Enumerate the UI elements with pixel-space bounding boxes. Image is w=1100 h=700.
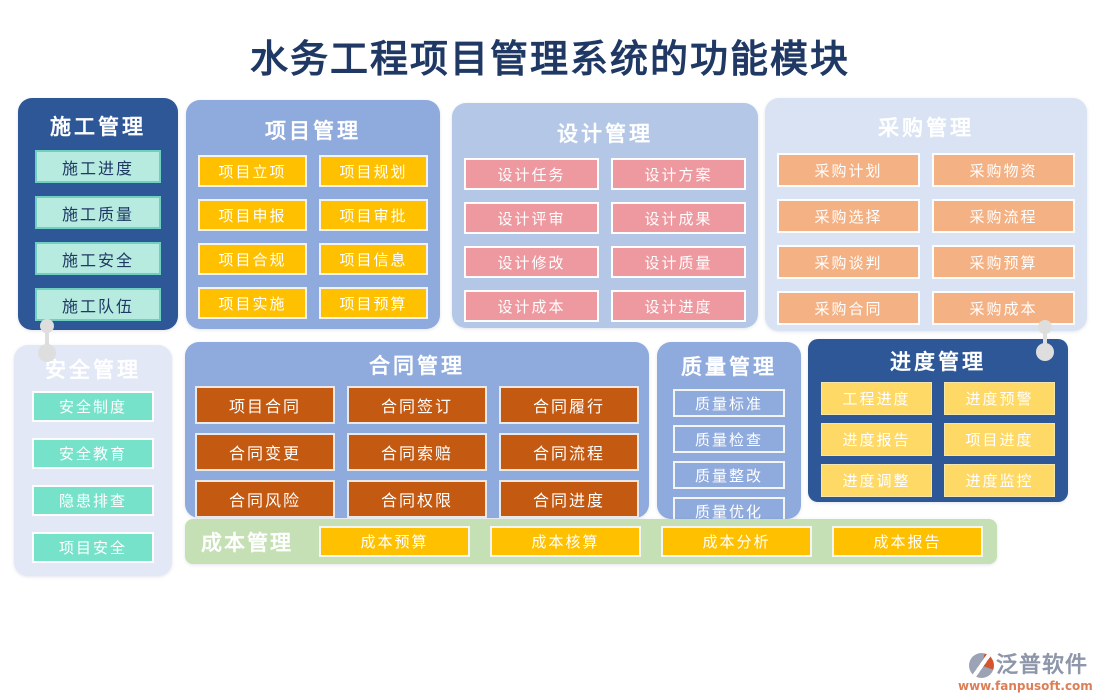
cost-item-1: 成本核算	[490, 526, 641, 557]
procurement-item-7: 采购成本	[932, 291, 1075, 325]
safety-panel-title: 安全管理	[45, 358, 141, 382]
construction-item-2: 施工安全	[35, 242, 161, 275]
quality-panel-title: 质量管理	[681, 355, 777, 379]
schedule-item-0: 工程进度	[821, 382, 932, 415]
schedule-item-3: 项目进度	[944, 423, 1055, 456]
safety-item-2: 隐患排查	[32, 485, 154, 516]
design-item-6: 设计成本	[464, 290, 599, 322]
panel-safety-management: 安全管理 安全制度 安全教育 隐患排查 项目安全	[14, 345, 172, 576]
project-item-7: 项目预算	[319, 287, 428, 319]
design-item-5: 设计质量	[611, 246, 746, 278]
project-item-5: 项目信息	[319, 243, 428, 275]
project-item-6: 项目实施	[198, 287, 307, 319]
construction-item-0: 施工进度	[35, 150, 161, 183]
contract-item-4: 合同索赔	[347, 433, 487, 471]
panel-procurement-management: 采购管理 采购计划 采购物资 采购选择 采购流程 采购谈判 采购预算 采购合同 …	[765, 98, 1087, 331]
connector-left-bottom-dot	[38, 344, 56, 362]
fanpu-logo-icon	[968, 653, 994, 678]
procurement-item-5: 采购预算	[932, 245, 1075, 279]
design-item-2: 设计评审	[464, 202, 599, 234]
panel-design-management: 设计管理 设计任务 设计方案 设计评审 设计成果 设计修改 设计质量 设计成本 …	[452, 103, 758, 328]
panel-project-management: 项目管理 项目立项 项目规划 项目申报 项目审批 项目合规 项目信息 项目实施 …	[186, 100, 440, 329]
project-item-0: 项目立项	[198, 155, 307, 187]
construction-item-1: 施工质量	[35, 196, 161, 229]
contract-item-3: 合同变更	[195, 433, 335, 471]
cost-item-2: 成本分析	[661, 526, 812, 557]
cost-item-3: 成本报告	[832, 526, 983, 557]
connector-right-bottom-dot	[1036, 343, 1054, 361]
quality-item-1: 质量检查	[673, 425, 785, 453]
panel-construction-management: 施工管理 施工进度 施工质量 施工安全 施工队伍	[18, 98, 178, 330]
connector-right-top-dot	[1038, 320, 1052, 334]
procurement-item-1: 采购物资	[932, 153, 1075, 187]
schedule-item-4: 进度调整	[821, 464, 932, 497]
procurement-item-6: 采购合同	[777, 291, 920, 325]
schedule-item-5: 进度监控	[944, 464, 1055, 497]
construction-item-3: 施工队伍	[35, 288, 161, 321]
procurement-panel-title: 采购管理	[878, 116, 974, 140]
panel-cost-management: 成本管理 成本预算 成本核算 成本分析 成本报告	[185, 519, 997, 564]
connector-right-stem	[1043, 325, 1047, 353]
schedule-panel-title: 进度管理	[890, 350, 986, 374]
contract-item-5: 合同流程	[499, 433, 639, 471]
footer-brand-link[interactable]: 泛普软件 www.fanpusoft.com	[958, 652, 1093, 693]
design-item-7: 设计进度	[611, 290, 746, 322]
safety-item-3: 项目安全	[32, 532, 154, 563]
procurement-item-2: 采购选择	[777, 199, 920, 233]
procurement-item-4: 采购谈判	[777, 245, 920, 279]
panel-schedule-management: 进度管理 工程进度 进度预警 进度报告 项目进度 进度调整 进度监控	[808, 339, 1068, 502]
page-title: 水务工程项目管理系统的功能模块	[249, 36, 850, 81]
schedule-item-2: 进度报告	[821, 423, 932, 456]
design-item-1: 设计方案	[611, 158, 746, 190]
cost-item-0: 成本预算	[319, 526, 470, 557]
project-item-4: 项目合规	[198, 243, 307, 275]
panel-quality-management: 质量管理 质量标准 质量检查 质量整改 质量优化	[657, 342, 801, 525]
brand-name: 泛普软件	[995, 652, 1088, 678]
safety-item-1: 安全教育	[32, 438, 154, 469]
design-panel-title: 设计管理	[557, 122, 653, 146]
procurement-item-3: 采购流程	[932, 199, 1075, 233]
connector-left-top-dot	[40, 319, 54, 333]
contract-item-7: 合同权限	[347, 480, 487, 518]
project-panel-title: 项目管理	[265, 119, 361, 143]
cost-panel-title: 成本管理	[201, 530, 293, 555]
project-item-1: 项目规划	[319, 155, 428, 187]
schedule-item-1: 进度预警	[944, 382, 1055, 415]
construction-panel-title: 施工管理	[50, 115, 146, 139]
contract-item-2: 合同履行	[499, 386, 639, 424]
contract-item-6: 合同风险	[195, 480, 335, 518]
project-item-2: 项目申报	[198, 199, 307, 231]
panel-contract-management: 合同管理 项目合同 合同签订 合同履行 合同变更 合同索赔 合同流程 合同风险 …	[185, 342, 649, 518]
connector-left-stem	[45, 324, 49, 354]
contract-item-0: 项目合同	[195, 386, 335, 424]
contract-panel-title: 合同管理	[369, 354, 465, 378]
quality-item-0: 质量标准	[673, 389, 785, 417]
project-item-3: 项目审批	[319, 199, 428, 231]
design-item-3: 设计成果	[611, 202, 746, 234]
contract-item-8: 合同进度	[499, 480, 639, 518]
brand-url: www.fanpusoft.com	[958, 679, 1093, 693]
safety-item-0: 安全制度	[32, 391, 154, 422]
design-item-0: 设计任务	[464, 158, 599, 190]
quality-item-2: 质量整改	[673, 461, 785, 489]
design-item-4: 设计修改	[464, 246, 599, 278]
procurement-item-0: 采购计划	[777, 153, 920, 187]
contract-item-1: 合同签订	[347, 386, 487, 424]
